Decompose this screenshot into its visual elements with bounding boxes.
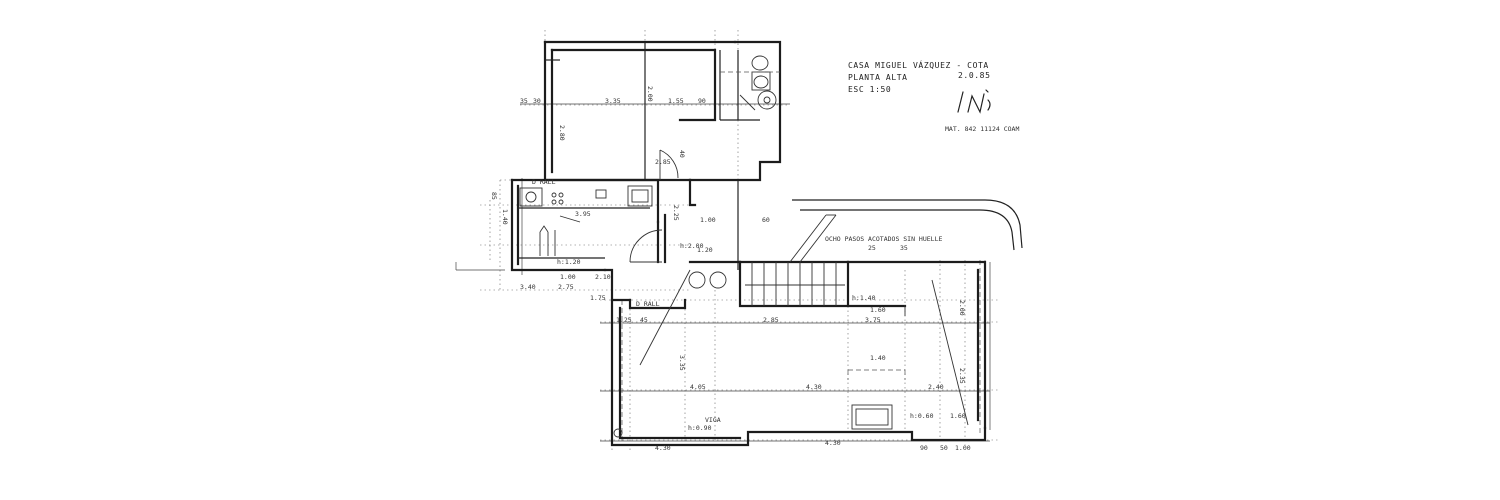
- dimension-label: 3.75: [865, 316, 881, 324]
- terrace-boundary: [792, 199, 1023, 251]
- hall-walls: [628, 178, 742, 310]
- stairs-note: OCHO PASOS ACOTADOS SIN HUELLE: [825, 235, 942, 243]
- dimension-label: 1.20: [697, 246, 713, 254]
- dimension-label: 35: [900, 244, 908, 252]
- title-line-3: ESC 1:50: [848, 85, 891, 94]
- staircase: [738, 214, 850, 308]
- dimension-label: 90: [920, 444, 928, 452]
- dimension-label: 60: [762, 216, 770, 224]
- dimension-label: 2.00: [646, 86, 654, 102]
- dimension-label: 3.40: [520, 283, 536, 291]
- dimension-label: 1.60: [870, 306, 886, 314]
- dimension-label: 85: [490, 192, 498, 200]
- dimension-label: 1.60: [950, 412, 966, 420]
- dimension-label: 1.00: [955, 444, 971, 452]
- dimension-label: 2.85: [655, 158, 671, 166]
- title-line-2: PLANTA ALTA: [848, 73, 908, 82]
- dimension-label: 1.00: [560, 273, 576, 281]
- dimension-label: 1.55: [668, 97, 684, 105]
- signature-mark: [957, 89, 991, 114]
- dimension-label: h:0.90: [688, 424, 712, 432]
- dimension-label: 2.85: [763, 316, 779, 324]
- title-date: 2.0.85: [958, 71, 991, 80]
- dimension-label: h:1.20: [557, 258, 581, 266]
- dimension-label: 2.25: [672, 205, 680, 221]
- closet-label: D RALL: [532, 178, 556, 186]
- dimension-label: 35: [520, 97, 528, 105]
- dimension-label: 4.05: [690, 383, 706, 391]
- dimension-label: 1.40: [501, 209, 509, 225]
- dimension-label: h:0.60: [910, 412, 934, 420]
- dimension-label: 45: [640, 316, 648, 324]
- dimension-label: 90: [698, 97, 706, 105]
- dimension-label: 4.30: [655, 444, 671, 452]
- dimension-label: 4.30: [806, 383, 822, 391]
- kitchen-walls: [510, 178, 660, 302]
- dimension-label: 4.30: [825, 439, 841, 447]
- living-room-walls: [610, 260, 987, 447]
- dimension-label: h:2.00: [680, 242, 704, 250]
- dimension-label: 1.40: [870, 354, 886, 362]
- dimension-label: 3.95: [575, 210, 591, 218]
- dimension-label: 1.75: [590, 294, 606, 302]
- dimension-label: 25: [868, 244, 876, 252]
- dimension-label: 2.35: [958, 368, 966, 384]
- dimension-label: 2.40: [928, 383, 944, 391]
- dimension-label: 2.10: [595, 273, 611, 281]
- architect-registration: MAT. 842 11124 COAM: [945, 125, 1019, 133]
- dimension-label: 2.80: [558, 125, 566, 141]
- dimension-label: 40: [678, 150, 686, 158]
- closet-label-2: D RALL: [636, 300, 660, 308]
- dimension-label: 50: [940, 444, 948, 452]
- dimension-label: 1.00: [700, 216, 716, 224]
- dimension-label: 2.00: [958, 300, 966, 316]
- dimension-label: h:1.40: [852, 294, 876, 302]
- bathroom-fixtures: [720, 55, 780, 111]
- beam-label: VIGA: [705, 416, 721, 424]
- dimension-label: 1.25: [616, 316, 632, 324]
- dimension-labels: 3.35 2.00 2.80 1.55 90 3.95 4.05 4.30 2.…: [490, 86, 971, 452]
- dimension-label: 30: [533, 97, 541, 105]
- dimension-label: 3.35: [605, 97, 621, 105]
- annotations: OCHO PASOS ACOTADOS SIN HUELLE VIGA D RA…: [532, 178, 942, 424]
- title-block: CASA MIGUEL VÁZQUEZ - COTA PLANTA ALTA E…: [848, 59, 1019, 133]
- dimension-label: 2.75: [558, 283, 574, 291]
- dimension-label: 3.35: [678, 355, 686, 371]
- title-line-1: CASA MIGUEL VÁZQUEZ - COTA: [848, 59, 989, 70]
